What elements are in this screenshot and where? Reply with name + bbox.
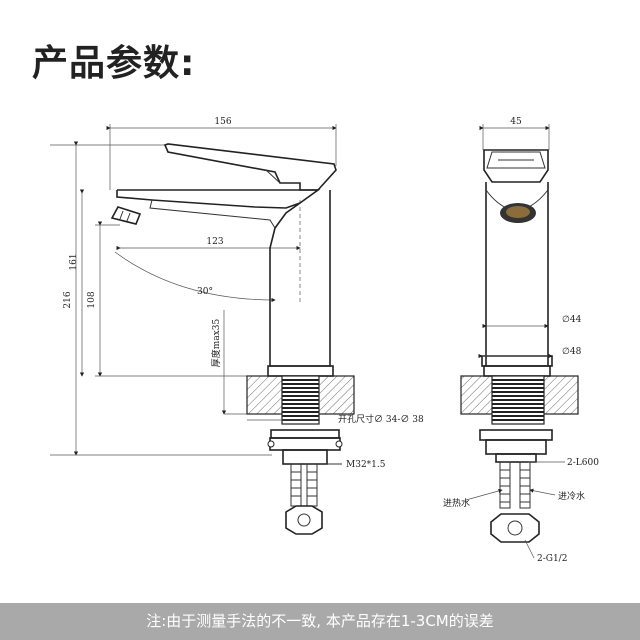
dim-counter-thickness: 厚度max35 [210, 319, 222, 368]
dim-outlet-height: 108 [87, 291, 97, 308]
front-view: 156 216 161 108 123 30° [50, 117, 424, 535]
label-cold-inlet: 进冷水 [558, 490, 585, 502]
dim-spout-angle: 30° [197, 287, 213, 297]
dim-hole-size: 开孔尺寸∅ 34-∅ 38 [338, 413, 424, 425]
dim-connector: 2-G1/2 [537, 554, 567, 564]
dim-side-width: 45 [510, 117, 522, 127]
page-title: 产品参数: [32, 43, 196, 84]
side-view: 45 ∅44 ∅48 2-L600 [443, 117, 599, 564]
footer-note: 注:由于测量手法的不一致, 本产品存在1-3CM的误差 [0, 603, 640, 640]
dim-hose-length: 2-L600 [567, 458, 599, 468]
dim-total-height: 216 [63, 291, 73, 308]
dim-total-width: 156 [214, 117, 231, 127]
faucet-technical-drawing: 156 216 161 108 123 30° [50, 117, 599, 564]
dim-body-diameter: ∅44 [562, 315, 582, 325]
dim-spout-height: 161 [69, 253, 79, 270]
dim-thread: M32*1.5 [346, 460, 386, 470]
threaded-shank [281, 375, 320, 425]
label-hot-inlet: 进热水 [443, 497, 470, 509]
dim-base-diameter: ∅48 [562, 347, 582, 357]
dim-spout-reach: 123 [206, 237, 223, 247]
